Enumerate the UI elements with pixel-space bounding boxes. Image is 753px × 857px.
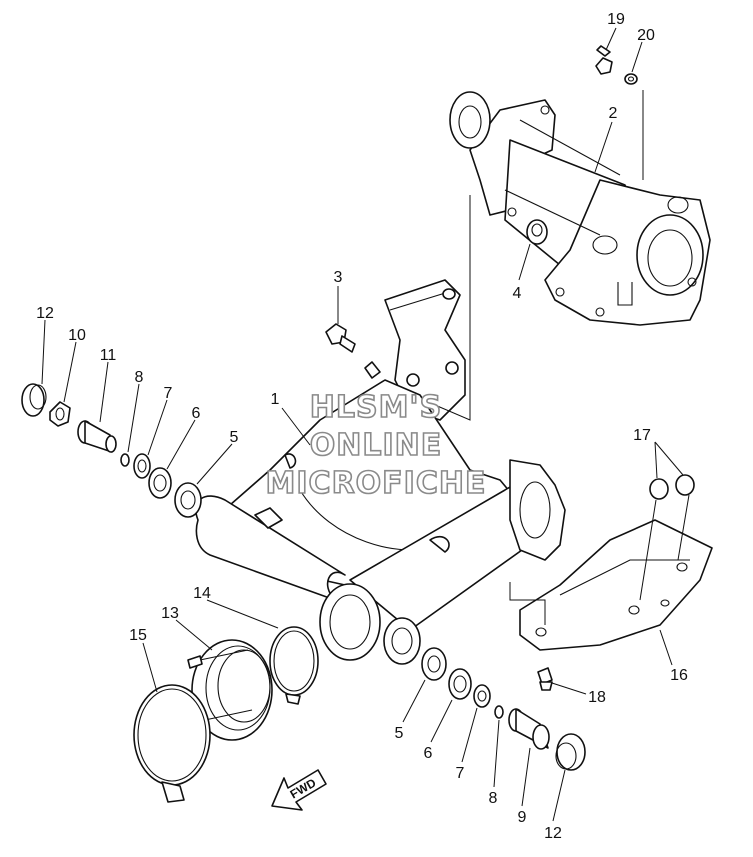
callout-7-left: 7 (164, 385, 173, 402)
part-5-seal-right (421, 647, 447, 681)
callout-5-left: 5 (230, 429, 239, 446)
callout-4: 4 (513, 285, 522, 302)
watermark-line-1: HLSM'S (310, 390, 442, 425)
callout-12-right: 12 (544, 825, 562, 842)
callout-1: 1 (271, 391, 280, 408)
part-11-pivot-shaft (77, 420, 117, 453)
callout-2: 2 (609, 105, 618, 122)
part-18-bolt (537, 667, 553, 691)
part-19-bolt (595, 45, 613, 75)
callout-5-right: 5 (395, 725, 404, 742)
part-4-collar (526, 219, 548, 245)
watermark-line-3: MICROFICHE (266, 466, 487, 501)
shock-bracket (364, 279, 466, 421)
part-8-oring-left (120, 453, 130, 467)
part-20-washer (624, 73, 638, 85)
callout-6-right: 6 (424, 745, 433, 762)
part-12-cap-left (21, 383, 47, 417)
part-9-collar (508, 708, 550, 750)
callout-labels: 19 20 2 4 3 12 10 11 8 7 6 5 1 17 14 13 … (36, 11, 688, 842)
callout-15: 15 (129, 627, 147, 644)
part-8-oring-right (494, 705, 504, 719)
part-16-guard (519, 519, 713, 651)
fwd-arrow-icon: FWD (271, 769, 327, 811)
callout-leaders (41, 27, 684, 822)
part-7-washer-right (473, 684, 491, 708)
callout-13: 13 (161, 605, 179, 622)
callout-20: 20 (637, 27, 655, 44)
callout-14: 14 (193, 585, 211, 602)
callout-8-right: 8 (489, 790, 498, 807)
part-13-boot (187, 639, 273, 741)
callout-10: 10 (68, 327, 86, 344)
part-10-nut (49, 401, 71, 427)
watermark: HLSM'S ONLINE MICROFICHE (265, 389, 487, 502)
part-2-arm-housing (449, 91, 711, 326)
part-7-washer-left (133, 453, 151, 479)
callout-11: 11 (100, 347, 117, 364)
callout-8-left: 8 (135, 369, 144, 386)
part-3-bolt (325, 323, 356, 353)
part-12-cap-right (555, 733, 586, 771)
callout-17: 17 (633, 427, 651, 444)
callout-12-left: 12 (36, 305, 54, 322)
callout-16: 16 (670, 667, 688, 684)
callout-7-right: 7 (456, 765, 465, 782)
callout-9: 9 (518, 809, 527, 826)
part-17-caps (649, 474, 695, 500)
part-15-clamp (133, 684, 211, 803)
part-1-swingarm (195, 379, 566, 665)
part-14-clamp (269, 626, 319, 705)
part-5-seal-left (174, 482, 202, 518)
watermark-line-2: ONLINE (310, 428, 443, 463)
callout-6-left: 6 (192, 405, 201, 422)
part-6-bearing-left (148, 467, 172, 499)
callout-18: 18 (588, 689, 606, 706)
callout-3: 3 (334, 269, 343, 286)
callout-19: 19 (607, 11, 625, 28)
part-6-bearing-right (448, 668, 472, 700)
assembly-lines (434, 90, 690, 625)
